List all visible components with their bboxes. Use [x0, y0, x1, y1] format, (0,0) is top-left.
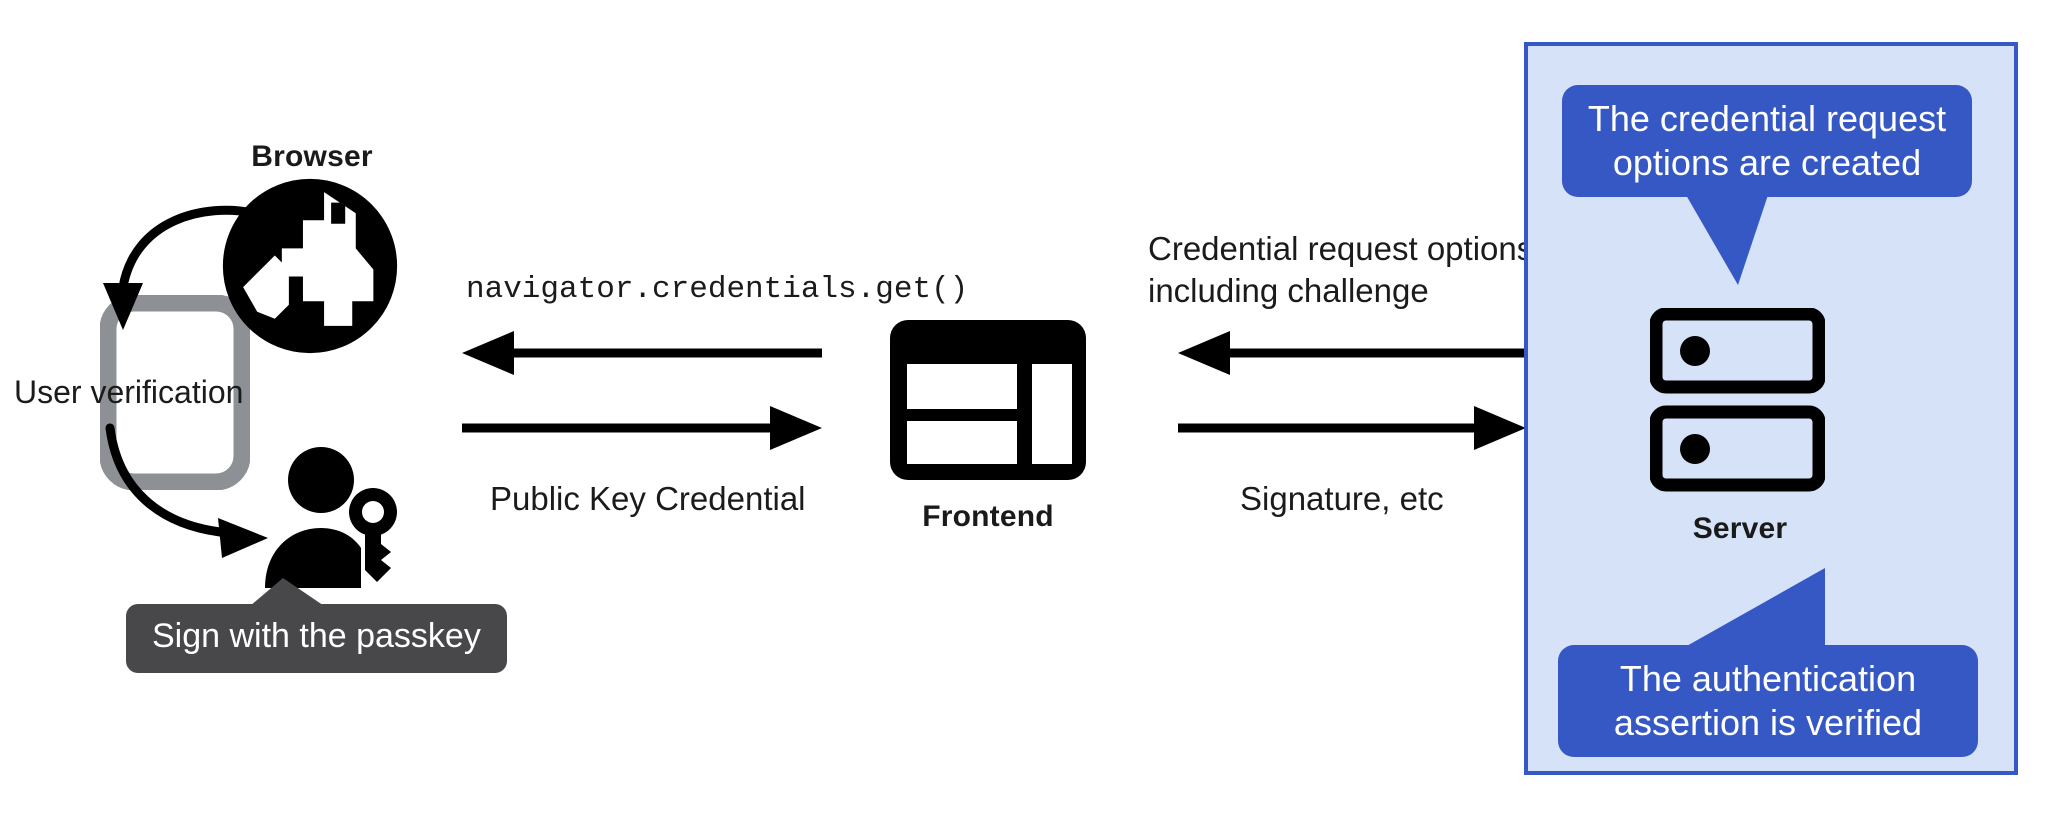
- credential-request-options-label: Credential request options, including ch…: [1148, 230, 1543, 310]
- sign-with-passkey-tooltip: Sign with the passkey: [126, 604, 507, 674]
- public-key-credential-label: Public Key Credential: [490, 480, 806, 517]
- layout-icon: [890, 320, 1086, 480]
- signature-etc-label: Signature, etc: [1240, 480, 1444, 517]
- arrow-frontend-to-server: [1178, 406, 1526, 450]
- arrow-frontend-to-browser: [462, 331, 822, 375]
- frontend-label: Frontend: [922, 500, 1054, 533]
- callout-authentication-assertion: The authentication assertion is verified: [1558, 645, 1978, 757]
- arrow-browser-to-frontend: [462, 406, 822, 450]
- user-verification-label: User verification: [14, 374, 244, 410]
- phone-icon: [100, 295, 250, 490]
- arrow-server-to-frontend: [1178, 331, 1526, 375]
- globe-icon: [222, 178, 398, 354]
- arrow-phone-to-user: [105, 423, 268, 558]
- person-with-key-icon: [265, 447, 397, 588]
- callout-credential-request-options: The credential request options are creat…: [1562, 85, 1972, 197]
- browser-label: Browser: [251, 140, 373, 173]
- navigator-credentials-get-label: navigator.credentials.get(): [466, 272, 969, 307]
- server-icon: [1650, 308, 1825, 492]
- callout-tail-top: [1628, 195, 1768, 285]
- tooltip-tail-passkey: [243, 578, 333, 612]
- server-label: Server: [1692, 512, 1788, 545]
- arrow-browser-to-phone: [103, 205, 258, 330]
